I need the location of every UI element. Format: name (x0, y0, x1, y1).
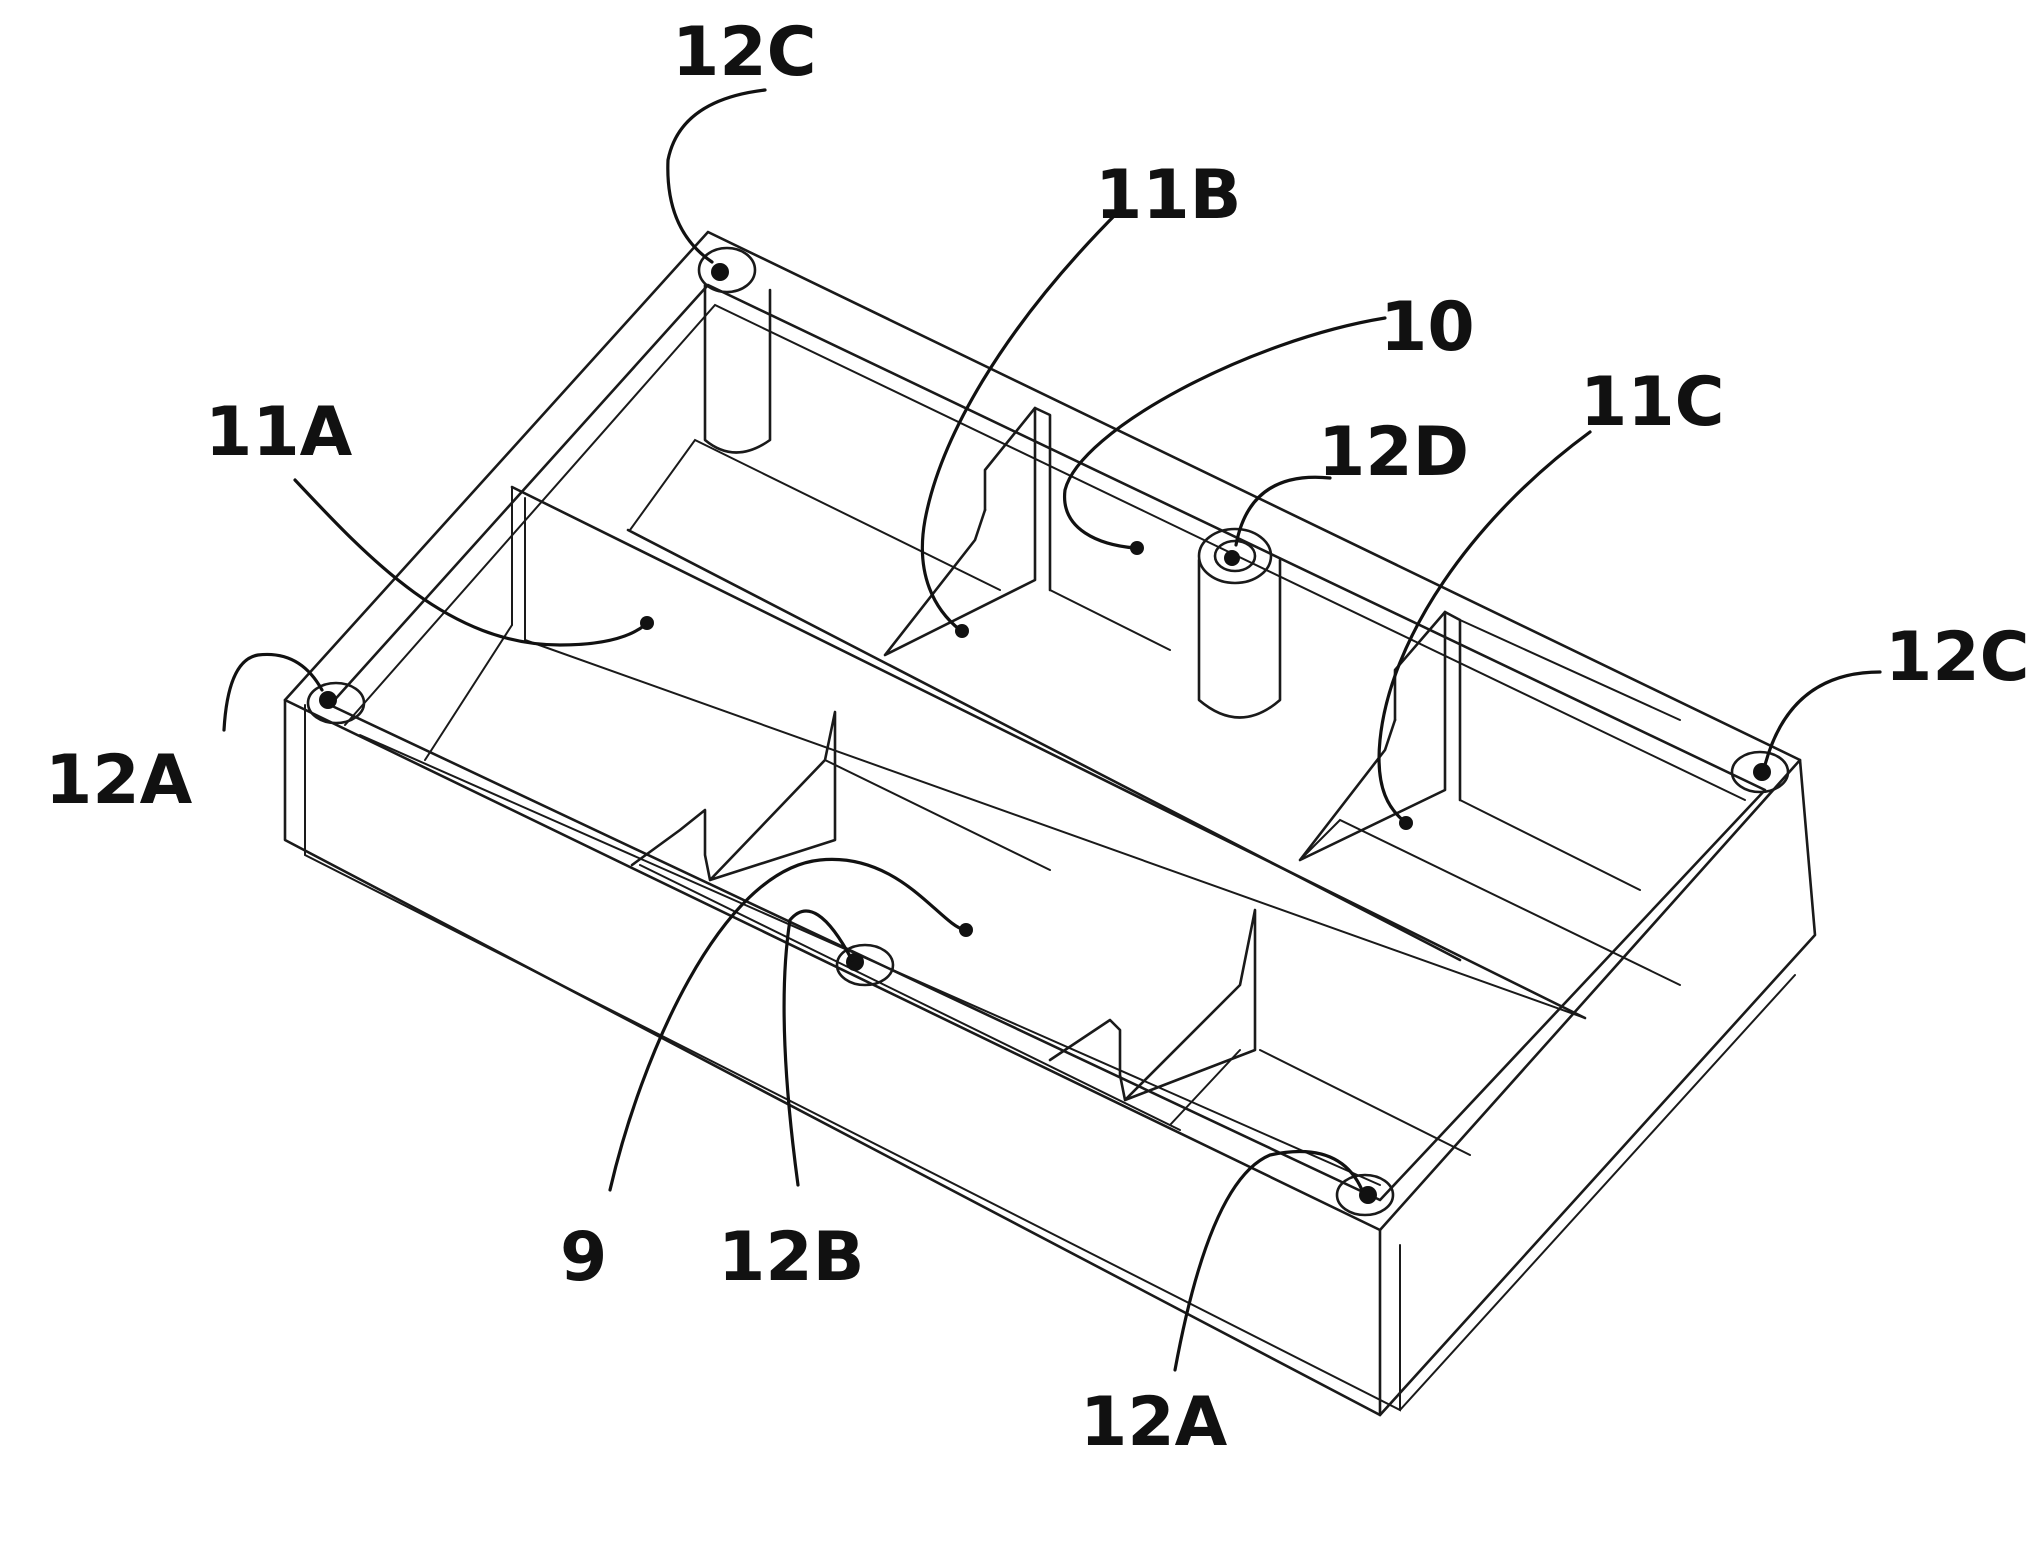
floor-line-b (630, 440, 1680, 985)
leader-9 (610, 859, 965, 1190)
floor-line-a (425, 625, 1470, 1155)
label-12d: 12D (1318, 413, 1469, 492)
boss-12a-left-hole (319, 691, 337, 709)
label-11c: 11C (1580, 363, 1725, 442)
label-12c-right: 12C (1885, 618, 2030, 697)
front-face-right (1380, 760, 1815, 1415)
label-11b: 11B (1095, 156, 1241, 235)
label-10: 10 (1380, 288, 1475, 367)
boss-12c-right-hole (1753, 763, 1771, 781)
leader-11a (295, 480, 645, 645)
partition-front-right (1050, 910, 1255, 1100)
partition-11c-step (1395, 612, 1445, 720)
dot-11c (1399, 816, 1413, 830)
dot-9 (959, 923, 973, 937)
boss-12c-top-hole (711, 263, 729, 281)
label-12c-top: 12C (672, 13, 817, 92)
label-12b: 12B (718, 1218, 864, 1297)
rim-inner (330, 285, 1765, 1200)
dot-11b (955, 624, 969, 638)
label-12a-bottom: 12A (1080, 1383, 1228, 1462)
leader-12a-left (224, 654, 322, 730)
partition-front-left (632, 712, 835, 880)
label-9: 9 (560, 1218, 607, 1297)
partition-11b-step (985, 408, 1035, 510)
boss-12d-hole (1224, 550, 1240, 566)
rim-inner-shadow (345, 305, 1745, 800)
labels: 12C 11B 10 11C 12D 11A 12A 12C 9 12B 12A (45, 13, 2030, 1462)
partition-9-top (512, 487, 1585, 1018)
dot-11a (640, 616, 654, 630)
dot-10 (1130, 541, 1144, 555)
partition-11b (885, 408, 1050, 655)
label-11a: 11A (205, 393, 353, 472)
label-12a-left: 12A (45, 741, 193, 820)
leaders (224, 90, 1880, 1370)
leader-12a-bottom (1175, 1152, 1362, 1370)
side-face-inner-edge (1400, 975, 1795, 1410)
front-face-left (285, 700, 1380, 1415)
rim-outer (285, 232, 1800, 1230)
